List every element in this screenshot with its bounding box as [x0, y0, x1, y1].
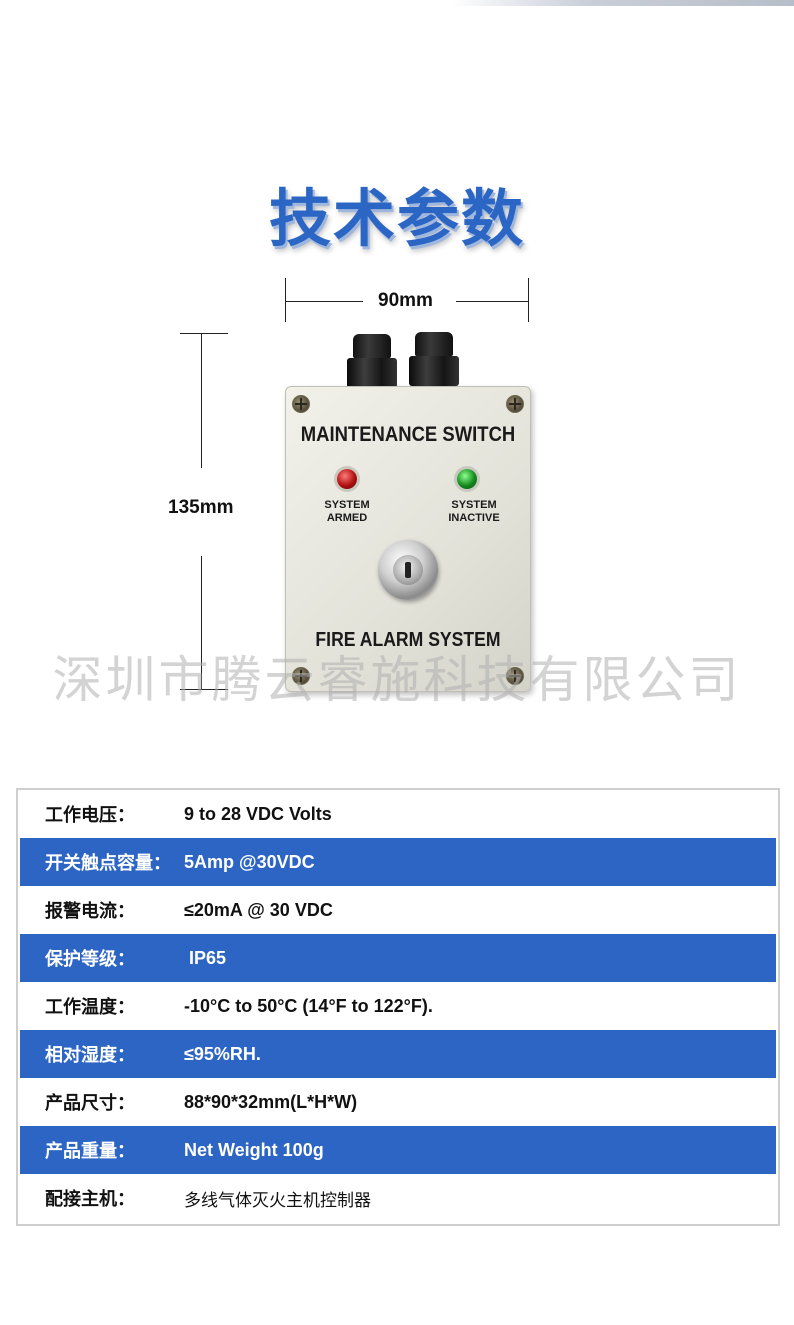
spec-value: -10°C to 50°C (14°F to 122°F).	[184, 995, 433, 1016]
spec-value: IP65	[184, 947, 227, 968]
table-row: 报警电流： ≤20mA @ 30 VDC	[20, 886, 776, 934]
table-row: 相对湿度： ≤95%RH.	[20, 1030, 776, 1078]
height-dim-line-bottom	[201, 556, 202, 689]
screw-icon	[506, 667, 524, 685]
width-dim-label: 90mm	[378, 290, 433, 311]
spec-value: 多线气体灭火主机控制器	[184, 1190, 371, 1211]
spec-label: 产品重量：	[45, 1141, 135, 1162]
spec-label: 工作温度：	[45, 997, 135, 1018]
table-row: 配接主机： 多线气体灭火主机控制器	[20, 1174, 776, 1222]
spec-label: 报警电流：	[45, 901, 135, 922]
table-row: 保护等级： IP65	[20, 934, 776, 982]
led-inactive-label: SYSTEM INACTIVE	[448, 499, 500, 524]
height-dim-tick-bottom	[180, 689, 228, 690]
height-dim-label: 135mm	[168, 497, 234, 518]
cable-gland-left	[347, 334, 397, 388]
table-row: 产品尺寸： 88*90*32mm(L*H*W)	[20, 1078, 776, 1126]
cable-gland-right	[409, 332, 459, 386]
spec-table: 工作电压： 9 to 28 VDC Volts 开关触点容量： 5Amp @30…	[16, 788, 780, 1226]
width-dim-tick-left	[285, 278, 286, 322]
spec-value: 9 to 28 VDC Volts	[184, 803, 332, 824]
spec-label: 产品尺寸：	[45, 1093, 135, 1114]
table-row: 工作电压： 9 to 28 VDC Volts	[20, 790, 776, 838]
led-inactive-icon	[457, 469, 477, 489]
table-row: 开关触点容量： 5Amp @30VDC	[20, 838, 776, 886]
maintenance-switch-device: MAINTENANCE SWITCH SYSTEM ARMED SYSTEM I…	[285, 386, 531, 692]
spec-label: 相对湿度：	[45, 1045, 135, 1066]
led-armed-label: SYSTEM ARMED	[324, 499, 370, 524]
height-dim-line-top	[201, 333, 202, 468]
spec-value: Net Weight 100g	[184, 1139, 324, 1160]
spec-label: 配接主机：	[45, 1189, 135, 1210]
spec-value: ≤95%RH.	[184, 1043, 261, 1064]
device-heading: MAINTENANCE SWITCH	[300, 423, 516, 446]
spec-label: 工作电压：	[45, 805, 135, 826]
width-dim-line-right	[456, 301, 528, 302]
table-row: 工作温度： -10°C to 50°C (14°F to 122°F).	[20, 982, 776, 1030]
led-armed-icon	[337, 469, 357, 489]
screw-icon	[506, 395, 524, 413]
width-dim-tick-right	[528, 278, 529, 322]
spec-value: 5Amp @30VDC	[184, 851, 315, 872]
screw-icon	[292, 667, 310, 685]
screw-icon	[292, 395, 310, 413]
spec-label: 保护等级：	[45, 949, 135, 970]
device-footer: FIRE ALARM SYSTEM	[315, 629, 501, 651]
width-dim-line-left	[285, 301, 363, 302]
table-row: 产品重量： Net Weight 100g	[20, 1126, 776, 1174]
spec-value: ≤20mA @ 30 VDC	[184, 899, 333, 920]
height-dim-tick-top	[180, 333, 228, 334]
spec-value: 88*90*32mm(L*H*W)	[184, 1091, 358, 1112]
page-title: 技术参数	[268, 182, 525, 255]
spec-label: 开关触点容量：	[45, 853, 171, 874]
company-watermark: 深圳市腾云睿施科技有限公司	[52, 651, 742, 709]
key-switch-icon	[378, 540, 438, 600]
top-decor-bar	[450, 0, 794, 6]
